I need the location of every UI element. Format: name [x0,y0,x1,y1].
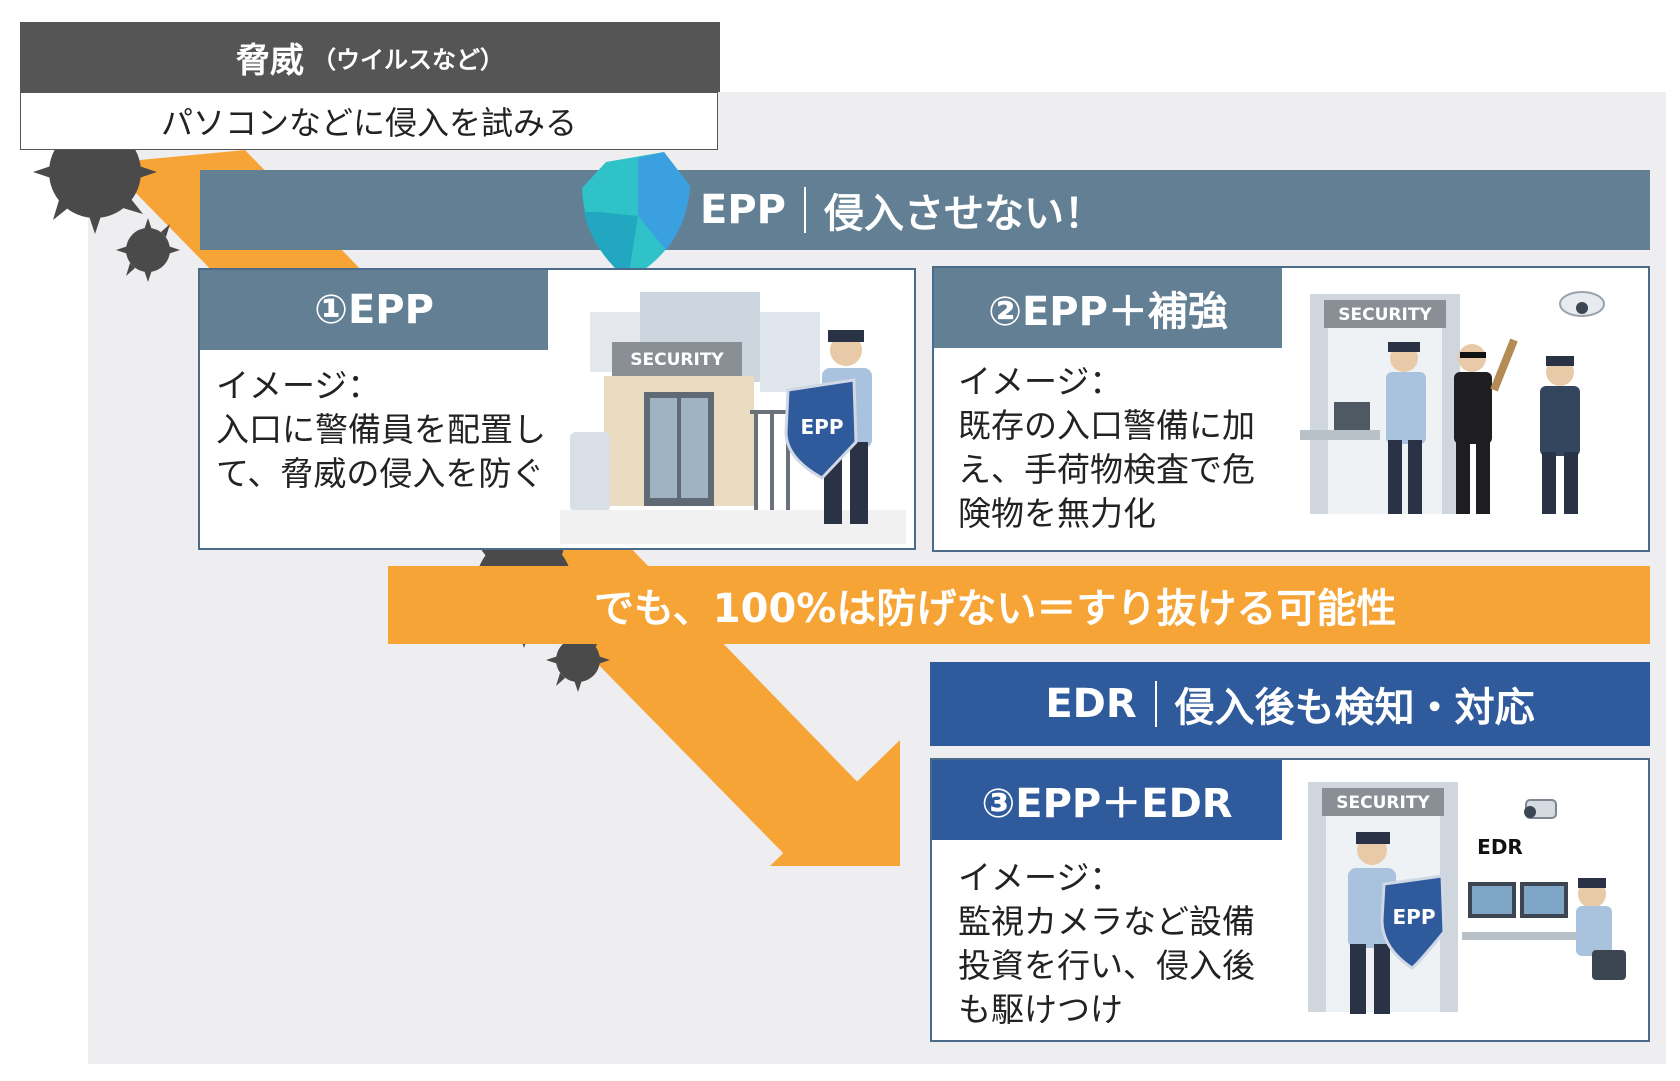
divider [1154,681,1157,727]
edr-header-bar: EDR 侵入後も検知・対応 [930,662,1650,746]
divider [803,187,806,233]
card-epp-edr: ③EPP＋EDR イメージ： 監視カメラなど設備投資を行い、侵入後も駆けつけ S… [930,758,1650,1042]
card-description: イメージ： 監視カメラなど設備投資を行い、侵入後も駆けつけ [958,858,1255,1029]
baggage-check-illustration: SECURITY [1300,291,1605,514]
sign-label: SECURITY [1338,305,1432,325]
edr-camera-label: EDR [1477,835,1523,859]
card-title: ③EPP＋EDR [932,760,1282,840]
monitoring-illustration: SECURITY EDR EPP [1308,782,1626,1014]
threat-title: 脅威 [236,40,304,81]
card-description: イメージ： 既存の入口警備に加え、手荷物検査で危険物を無力化 [958,362,1255,533]
sign-label: SECURITY [630,350,724,370]
edr-label: EDR [1045,681,1137,727]
threat-flow-arrow-head [770,740,900,866]
epp-header-bar: EPP 侵入させない！ [200,170,1650,250]
card-epp-reinforced: ②EPP＋補強 イメージ： 既存の入口警備に加え、手荷物検査で危険物を無力化 S… [932,266,1650,552]
card-epp: ①EPP イメージ： 入口に警備員を配置して、脅威の侵入を防ぐ SECURITY… [198,268,916,550]
card-title: ①EPP [200,270,548,350]
card-description: イメージ： 入口に警備員を配置して、脅威の侵入を防ぐ [216,366,546,493]
guard-at-gate-illustration: SECURITY EPP [560,292,906,544]
sign-label: SECURITY [1336,793,1430,813]
threat-header: 脅威 （ウイルスなど） [20,22,720,92]
threat-description: パソコンなどに侵入を試みる [20,92,718,150]
breach-banner: でも、100%は防げない＝すり抜ける可能性 [388,566,1650,644]
virus-small-icon [116,218,180,282]
shield-label: EPP [1393,905,1436,929]
epp-tagline: 侵入させない！ [823,191,1104,237]
edr-tagline: 侵入後も検知・対応 [1174,685,1535,731]
shield-label: EPP [801,415,844,439]
threat-subtitle: （ウイルスなど） [312,45,504,74]
epp-label: EPP [700,187,786,233]
shield-icon [582,152,690,280]
card-title: ②EPP＋補強 [934,268,1282,348]
